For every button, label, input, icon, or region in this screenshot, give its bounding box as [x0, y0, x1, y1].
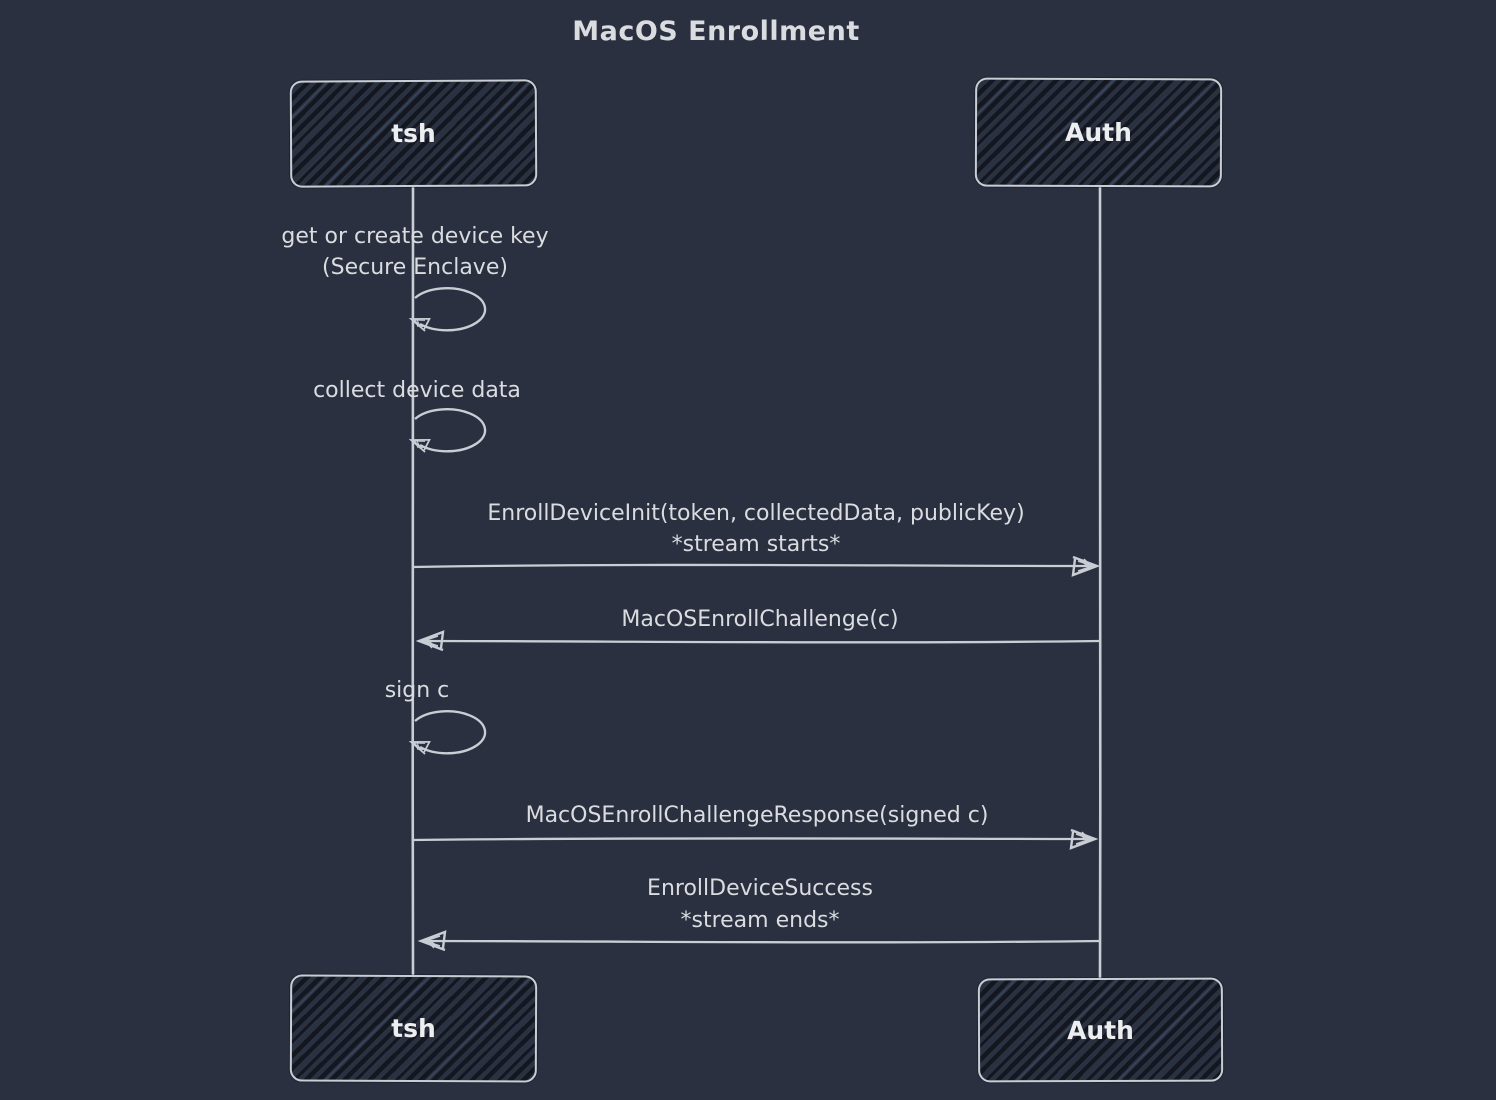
self-message-label: get or create device key — [281, 224, 549, 249]
message-label: EnrollDeviceInit(token, collectedData, p… — [487, 501, 1025, 526]
actor-label-tsh: tsh — [391, 1013, 436, 1044]
message-arrow-enroll-success — [419, 930, 1101, 952]
diagram-title: MacOS Enrollment — [572, 16, 860, 47]
message-label: *stream starts* — [671, 532, 841, 557]
message-arrow-enroll-device-init — [412, 555, 1099, 577]
actor-box-auth-top: Auth — [974, 77, 1223, 188]
self-loop-sign-c — [407, 710, 487, 755]
message-label: EnrollDeviceSuccess — [647, 876, 873, 901]
actor-box-auth-bottom: Auth — [977, 977, 1224, 1083]
actor-label-tsh: tsh — [391, 118, 436, 149]
self-loop-collect-data — [407, 408, 487, 453]
actor-box-tsh-top: tsh — [289, 79, 538, 188]
actor-label-auth: Auth — [1066, 1015, 1135, 1045]
lifeline-auth — [1098, 186, 1102, 979]
self-loop-device-key — [407, 287, 487, 332]
message-label: MacOSEnrollChallengeResponse(signed c) — [525, 803, 989, 828]
lifeline-tsh — [411, 186, 415, 976]
message-label: MacOSEnrollChallenge(c) — [621, 607, 899, 632]
self-message-label: collect device data — [313, 378, 521, 403]
actor-label-auth: Auth — [1064, 117, 1133, 148]
message-label: *stream ends* — [680, 908, 840, 933]
self-message-label: (Secure Enclave) — [322, 255, 508, 280]
message-arrow-enroll-challenge — [417, 630, 1101, 652]
self-message-label: sign c — [384, 678, 450, 703]
message-arrow-challenge-response — [412, 828, 1097, 850]
actor-box-tsh-bottom: tsh — [289, 974, 538, 1083]
